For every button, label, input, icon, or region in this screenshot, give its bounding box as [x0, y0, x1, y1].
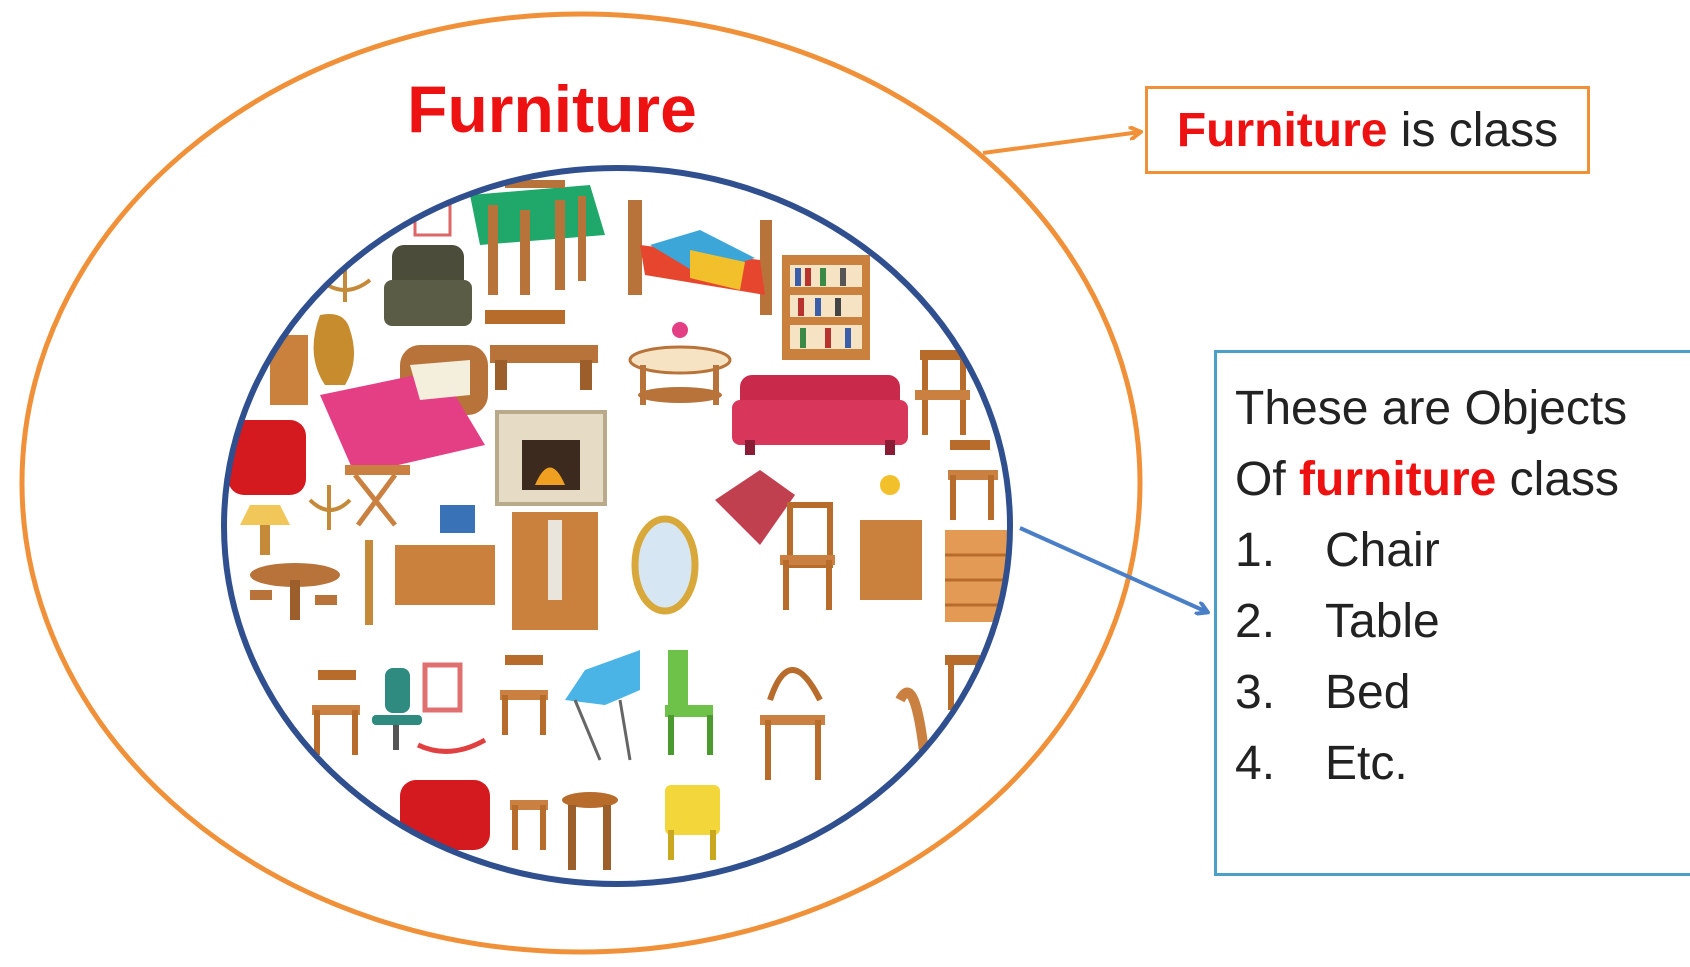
- objects-list: 1. Chair 2. Table 3. Bed 4. Etc.: [1235, 515, 1690, 799]
- rocking-chair-icon: [416, 662, 487, 754]
- objects-subheading-suffix: class: [1496, 453, 1620, 506]
- fireplace-icon: [495, 410, 607, 506]
- modern-chair-icon: [565, 650, 640, 761]
- class-ellipse: [19, 11, 1143, 955]
- chair-icon: [915, 350, 970, 435]
- red-armchair-icon: [400, 780, 490, 850]
- list-item: 2. Table: [1235, 586, 1690, 657]
- folding-table-icon: [345, 465, 410, 527]
- wardrobe-icon: [512, 512, 598, 630]
- dining-set-icon: [250, 563, 340, 620]
- list-number: 1.: [1235, 524, 1276, 577]
- chair-icon: [948, 440, 998, 520]
- pink-bed-icon: [320, 345, 488, 475]
- list-text: Chair: [1325, 524, 1440, 577]
- list-number: 4.: [1235, 737, 1276, 790]
- desk-icon: [395, 505, 495, 605]
- chair-icon: [895, 687, 930, 761]
- bookshelf-icon: [782, 255, 870, 360]
- class-arrow: [982, 132, 1140, 155]
- class-label-text: is class: [1387, 103, 1559, 157]
- office-chair-icon: [372, 668, 422, 750]
- chair-icon: [312, 670, 360, 755]
- list-text: Etc.: [1325, 737, 1408, 790]
- chair-icon: [500, 655, 548, 735]
- objects-heading: These are Objects: [1235, 382, 1628, 435]
- yellow-chair-icon: [665, 785, 720, 860]
- bench-icon: [485, 310, 565, 324]
- stool-icon: [562, 792, 618, 870]
- objects-subheading-prefix: Of: [1235, 453, 1300, 506]
- furniture-collage: [224, 168, 1010, 884]
- red-armchair-icon: [228, 420, 306, 495]
- objects-ellipse: [221, 165, 1013, 887]
- chair-icon: [780, 502, 835, 610]
- dining-table-icon: [470, 180, 605, 295]
- armchair-icon: [384, 245, 472, 326]
- objects-keyword: furniture: [1299, 453, 1497, 506]
- class-keyword: Furniture: [1176, 103, 1388, 157]
- green-chair-icon: [665, 650, 713, 755]
- nightstand-icon: [860, 475, 922, 600]
- sofa-icon: [732, 375, 908, 455]
- objects-label-box: These are Objects Of furniture class 1. C…: [1214, 350, 1690, 876]
- coffee-table-icon: [490, 345, 598, 390]
- windsor-chair-icon: [760, 667, 825, 780]
- list-text: Table: [1325, 595, 1440, 648]
- quilt-icon: [715, 470, 795, 545]
- mirror-icon: [631, 515, 699, 615]
- list-item: 4. Etc.: [1235, 728, 1690, 799]
- vase-icon: [313, 314, 354, 385]
- list-item: 1. Chair: [1235, 515, 1690, 586]
- list-item: 3. Bed: [1235, 657, 1690, 728]
- plant-stand-icon: [365, 540, 373, 625]
- list-number: 2.: [1235, 595, 1276, 648]
- list-text: Bed: [1325, 666, 1411, 719]
- objects-arrow: [1019, 526, 1207, 612]
- class-label-box: Furniture is class: [1145, 86, 1590, 174]
- round-table-icon: [628, 322, 732, 405]
- lamp-icon: [240, 505, 290, 555]
- chair-icon: [510, 800, 548, 850]
- class-title: Furniture: [407, 72, 697, 146]
- list-number: 3.: [1235, 666, 1276, 719]
- candelabra-icon: [308, 485, 352, 530]
- dresser-icon: [945, 530, 1010, 622]
- bed-icon: [628, 200, 772, 315]
- objects-subheading: Of furniture class: [1235, 444, 1690, 515]
